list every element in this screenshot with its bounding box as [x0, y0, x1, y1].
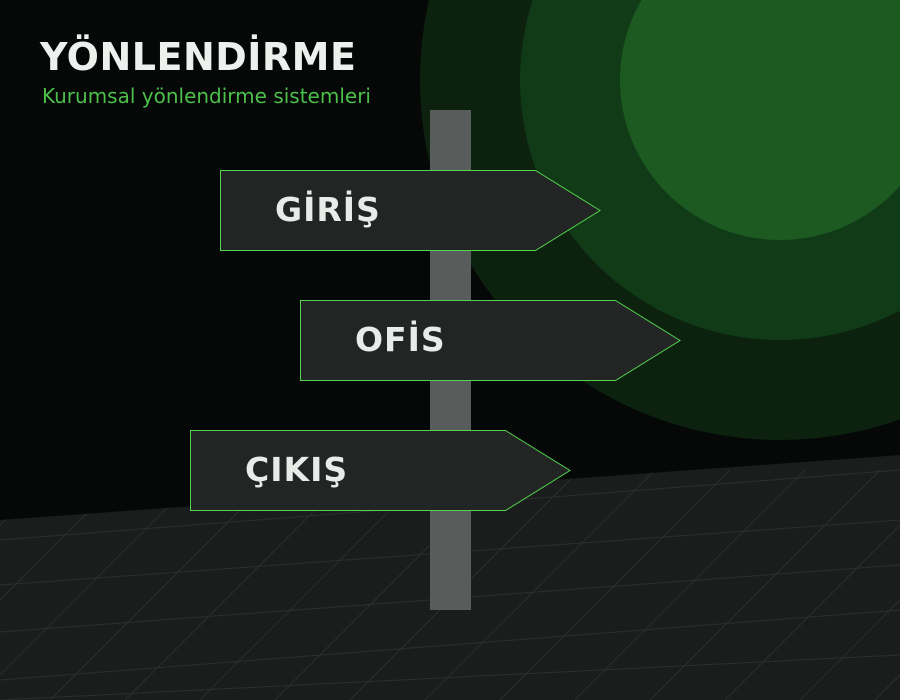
floor-grid-line	[499, 469, 731, 700]
sign-label-cikis[interactable]: ÇIKIŞ	[245, 450, 349, 489]
floor-grid-line	[799, 469, 900, 700]
page-title: YÖNLENDİRME	[40, 35, 357, 79]
floor-grid-line	[0, 469, 206, 700]
sign-label-giris[interactable]: GİRİŞ	[275, 190, 381, 229]
floor-grid-line	[0, 609, 900, 681]
decorative-circle-inner	[620, 0, 900, 240]
floor-grid-line	[0, 654, 900, 700]
floor-grid-line	[724, 469, 900, 700]
sign-label-ofis[interactable]: OFİS	[355, 320, 446, 359]
floor-grid-line	[574, 469, 806, 700]
sign-arrow-giris[interactable]	[220, 170, 601, 251]
sign-arrow-cikis[interactable]	[190, 430, 571, 511]
page-subtitle: Kurumsal yönlendirme sistemleri	[42, 84, 371, 108]
floor-grid-line	[649, 469, 881, 700]
sign-arrow-ofis[interactable]	[300, 300, 681, 381]
floor-grid-line	[424, 469, 656, 700]
